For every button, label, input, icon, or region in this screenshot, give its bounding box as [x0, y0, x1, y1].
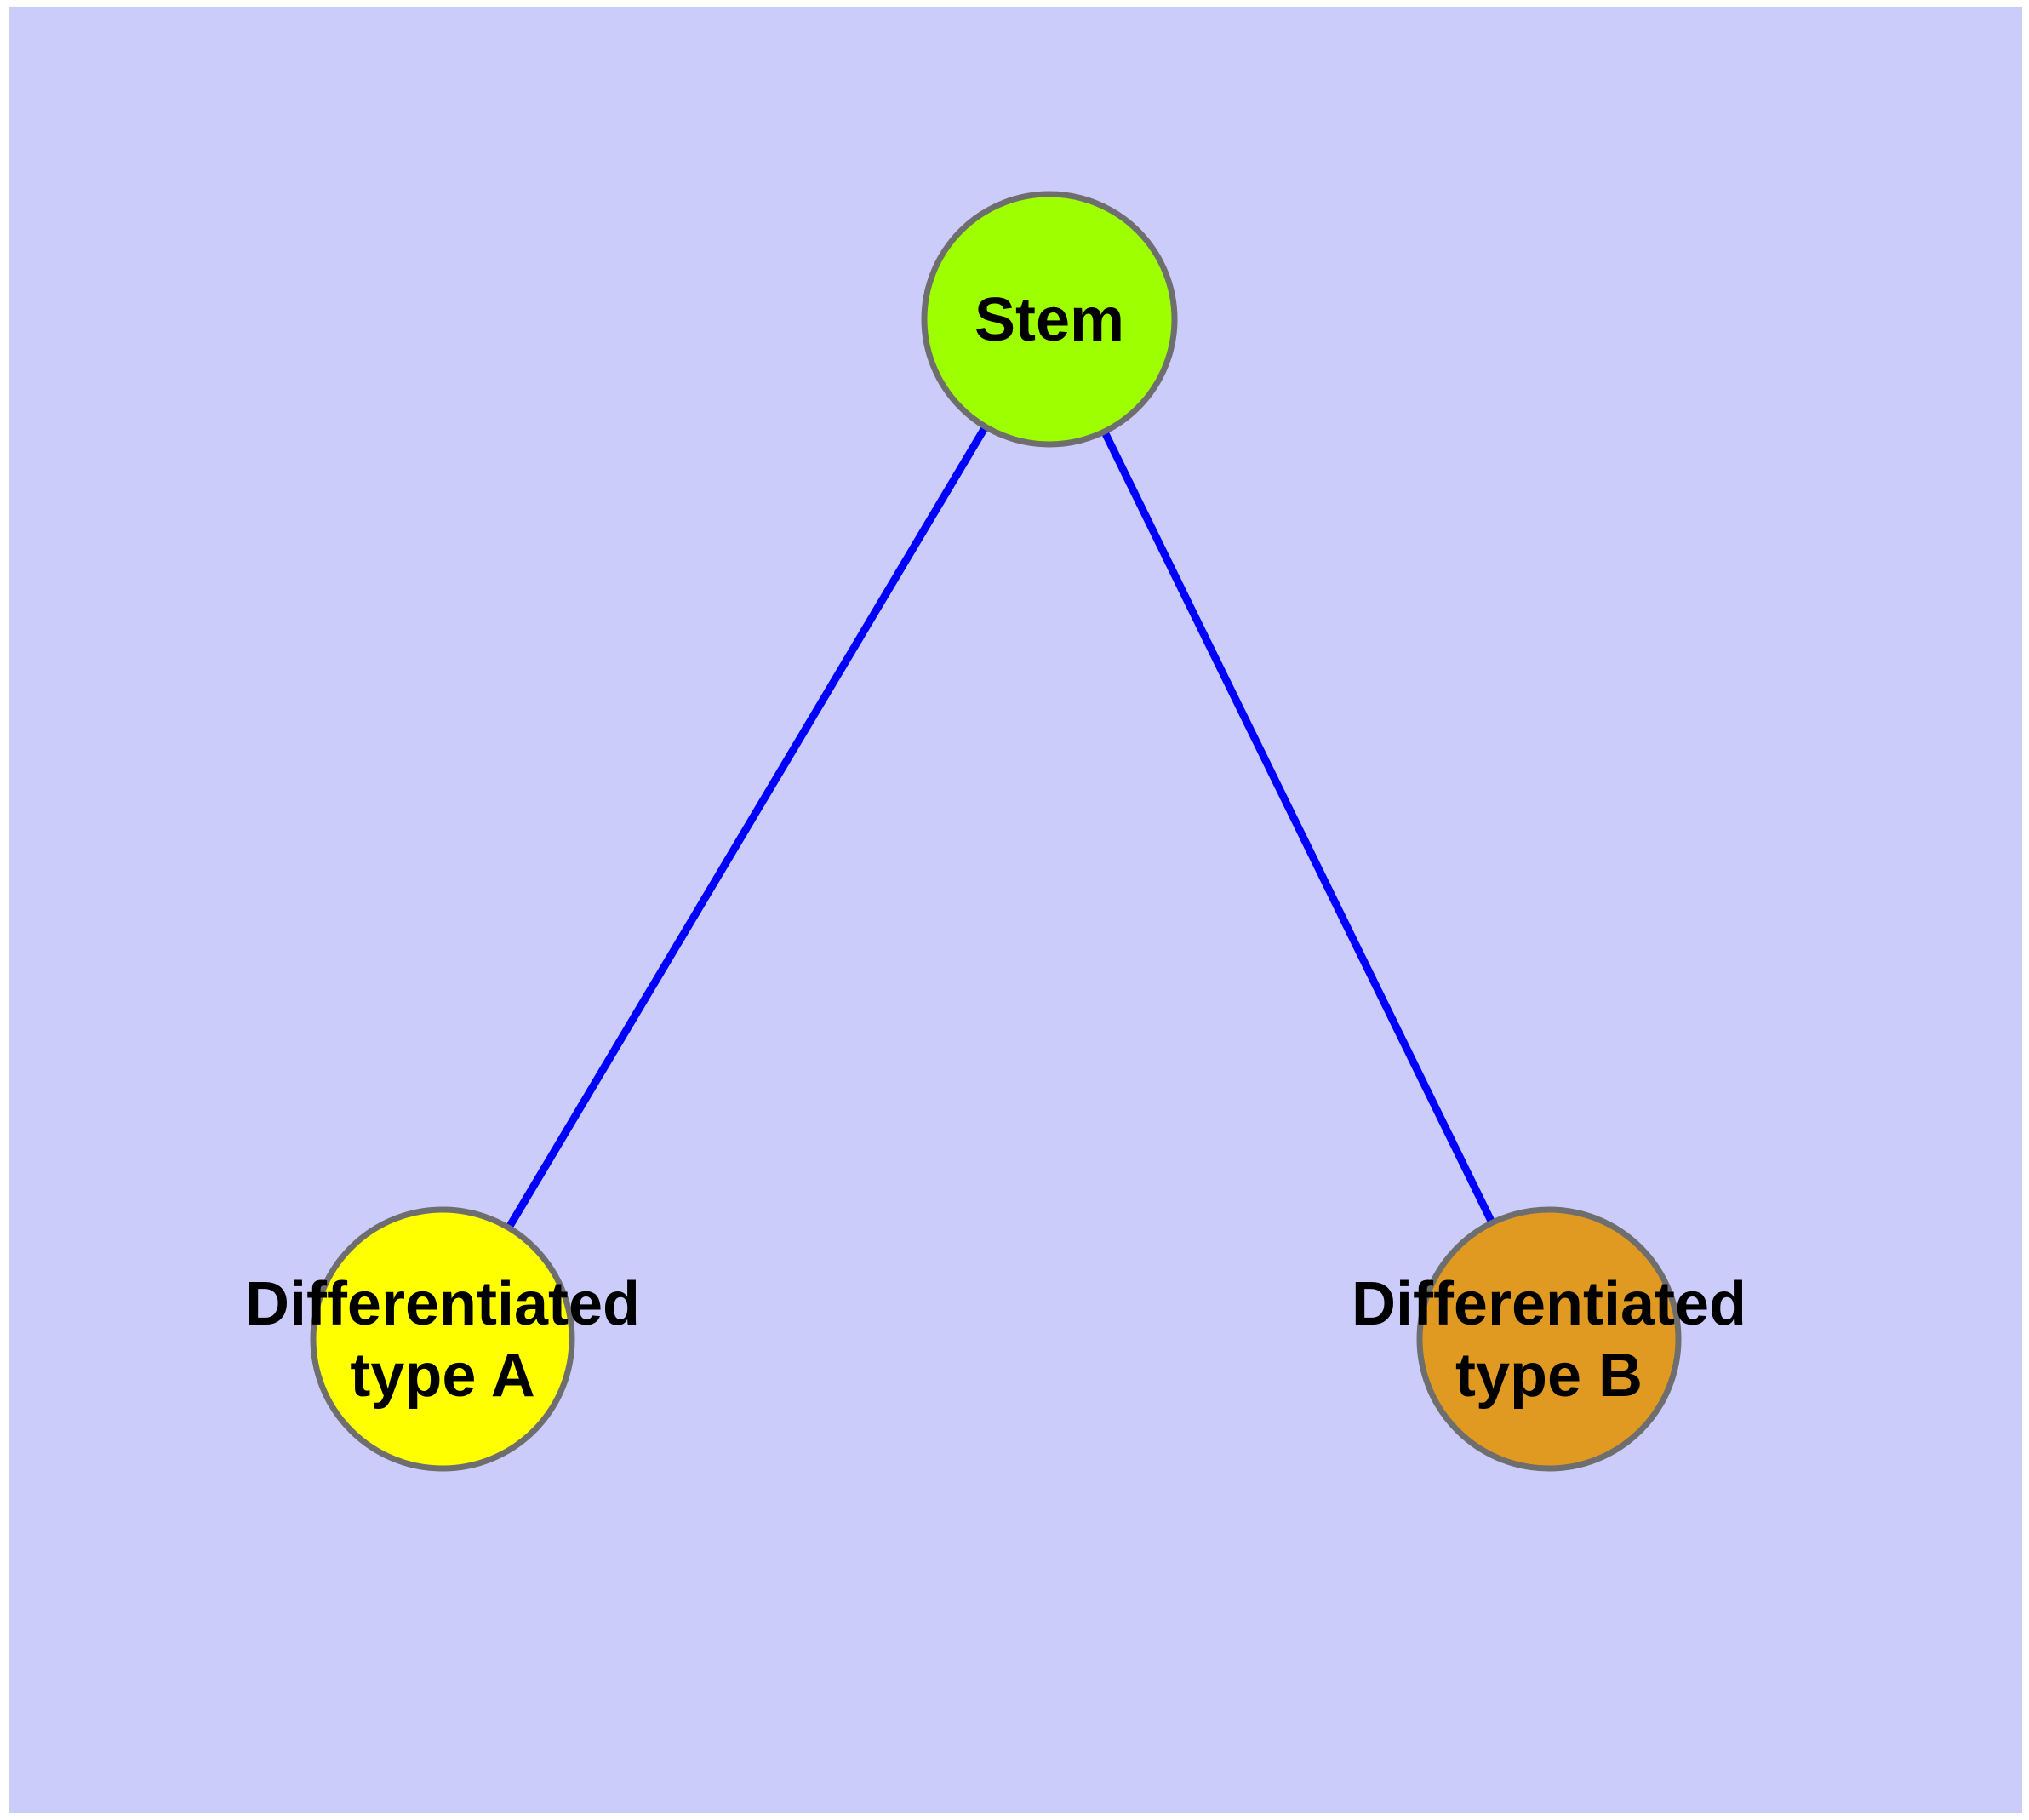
edge-stem-to-diff_b[interactable] — [1100, 428, 1497, 1227]
node-label-line: type A — [350, 1342, 534, 1410]
node-label-line: type B — [1455, 1342, 1643, 1410]
edge-stem-to-diff_a[interactable] — [504, 423, 990, 1232]
node-label-line: Differentiated — [245, 1270, 640, 1338]
node-diff_a[interactable] — [310, 1206, 575, 1472]
node-label-stem: Stem — [974, 286, 1124, 354]
node-label-line: Differentiated — [1352, 1270, 1746, 1338]
node-label-line: Stem — [974, 286, 1124, 354]
node-layer — [310, 191, 1682, 1472]
node-stem[interactable] — [921, 191, 1178, 448]
edge-layer — [504, 423, 1497, 1232]
node-diff_b[interactable] — [1416, 1206, 1682, 1472]
